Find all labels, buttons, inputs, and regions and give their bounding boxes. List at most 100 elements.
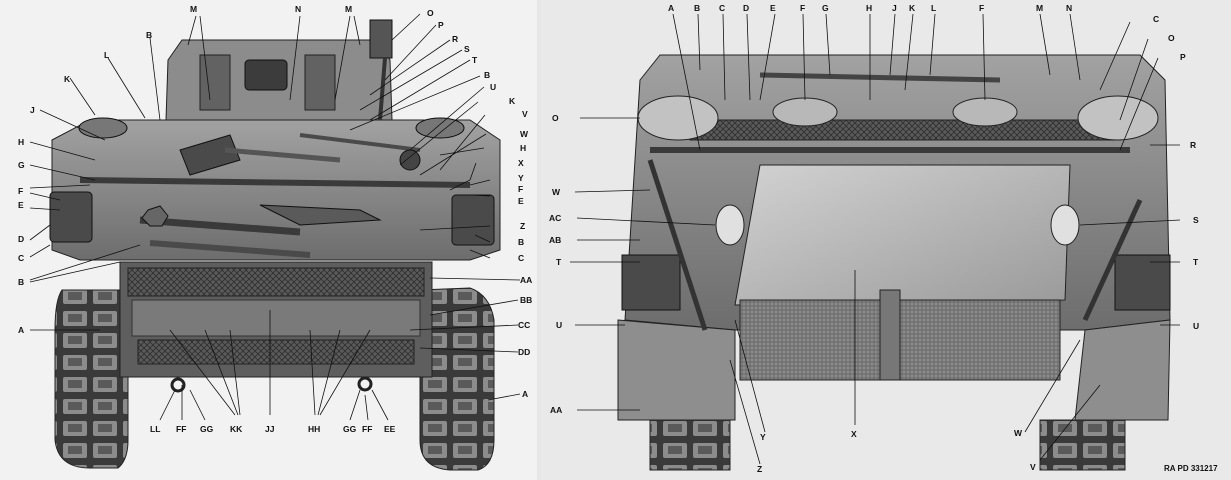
front-label-aa: AA [520,275,532,285]
rear-view-labels: A B C D E F G H J K L F M N C O P R S T … [549,3,1218,474]
front-mattock-handle [299,133,421,152]
rear-deck-grille [689,119,1121,141]
rear-label-u-left: U [556,320,562,330]
rear-label-g: G [822,3,829,13]
rear-label-p: P [1180,52,1186,62]
front-label-r: R [452,34,458,44]
front-crowbar [149,240,311,258]
front-view-labels: M N M O P R S T B U K V W H X Y F E Z B … [18,4,532,434]
front-left-fender-light [78,117,128,139]
rear-label-r: R [1190,140,1196,150]
rear-right-bracket [1114,254,1171,311]
front-label-ll: LL [150,424,160,434]
front-headlight-cap [399,149,421,171]
rear-right-mud-guard [1074,319,1171,421]
front-label-v: V [522,109,528,119]
rear-label-b: B [694,3,700,13]
front-right-track [419,287,495,471]
front-label-c-left: C [18,253,24,263]
rear-fuel-cap-left [772,97,838,127]
front-label-m2: M [345,4,352,14]
rear-left-mud-guard [617,319,736,421]
rear-right-tail-light [1050,204,1080,246]
rear-label-z: Z [757,464,762,474]
front-label-kk: KK [230,424,243,434]
front-label-w: W [520,129,529,139]
front-label-b-left: B [18,277,24,287]
rear-label-u-right: U [1193,321,1199,331]
front-label-b-left-top: B [146,30,152,40]
rear-label-w-right: W [1014,428,1023,438]
rear-label-f-left: F [800,3,805,13]
front-lower-grille [137,339,415,365]
front-label-ff-right: FF [362,424,372,434]
front-label-o: O [427,8,434,18]
rear-label-j: J [892,3,897,13]
front-tow-cable [79,177,471,188]
rear-label-a: A [668,3,674,13]
rear-label-n: N [1066,3,1072,13]
rear-left-track [649,419,731,471]
front-label-jj: JJ [265,424,275,434]
panel-divider [537,0,541,480]
front-label-h-left: H [18,137,24,147]
figure-credit: RA PD 331217 [1164,464,1218,473]
front-left-headlight-guard [49,191,93,243]
rear-stowage-box-lid [734,164,1071,306]
rear-label-c-top: C [719,3,725,13]
front-label-f-left: F [18,186,23,196]
front-antenna-mount [369,19,393,59]
rear-label-l: L [931,3,936,13]
front-label-j: J [30,105,35,115]
front-hex-nut [141,205,169,227]
front-label-b-right: B [518,237,524,247]
rear-label-aa: AA [550,405,562,415]
rear-label-m: M [1036,3,1043,13]
front-bumper [131,299,421,337]
rear-label-o-right: O [1168,33,1175,43]
front-axe [259,204,382,226]
rear-left-cable-run [647,159,708,331]
front-turret-vision-port [244,59,288,91]
rear-label-e: E [770,3,776,13]
rear-deck-tool [759,72,1001,83]
front-label-l: L [104,50,109,60]
rear-right-hatch-cover [1077,95,1159,141]
front-label-m1: M [190,4,197,14]
front-right-headlight-guard [451,194,495,246]
rear-label-t-left: T [556,257,562,267]
front-label-x: X [518,158,524,168]
front-label-t: T [472,55,478,65]
front-label-c-right: C [518,253,524,263]
front-label-h-right: H [520,143,526,153]
front-label-a-left: A [18,325,24,335]
rear-box-latch [879,289,901,381]
rear-label-y: Y [760,432,766,442]
front-label-ee: EE [384,424,396,434]
rear-label-k: K [909,3,916,13]
rear-label-ab: AB [549,235,561,245]
rear-label-o-left: O [552,113,559,123]
leader-lines [29,13,1181,465]
rear-label-w-left: W [552,187,561,197]
front-tow-shackle-right [357,376,373,392]
front-label-e-left: E [18,200,24,210]
front-left-track [54,289,129,469]
front-tow-shackle-left [170,377,186,393]
rear-label-f-right: F [979,3,984,13]
rear-label-t-right: T [1193,257,1199,267]
front-label-bb: BB [520,295,532,305]
front-shovel-blade [179,134,241,176]
rear-view-panel [541,0,1231,480]
front-label-hh: HH [308,424,320,434]
rear-label-c-right: C [1153,14,1159,24]
front-upper-grille [127,267,425,297]
front-wrench [139,216,301,236]
front-label-a-right: A [522,389,528,399]
rear-label-v: V [1030,462,1036,472]
front-shovel-handle [224,147,341,163]
rear-label-h: H [866,3,872,13]
rear-fuel-cap-right [952,97,1018,127]
